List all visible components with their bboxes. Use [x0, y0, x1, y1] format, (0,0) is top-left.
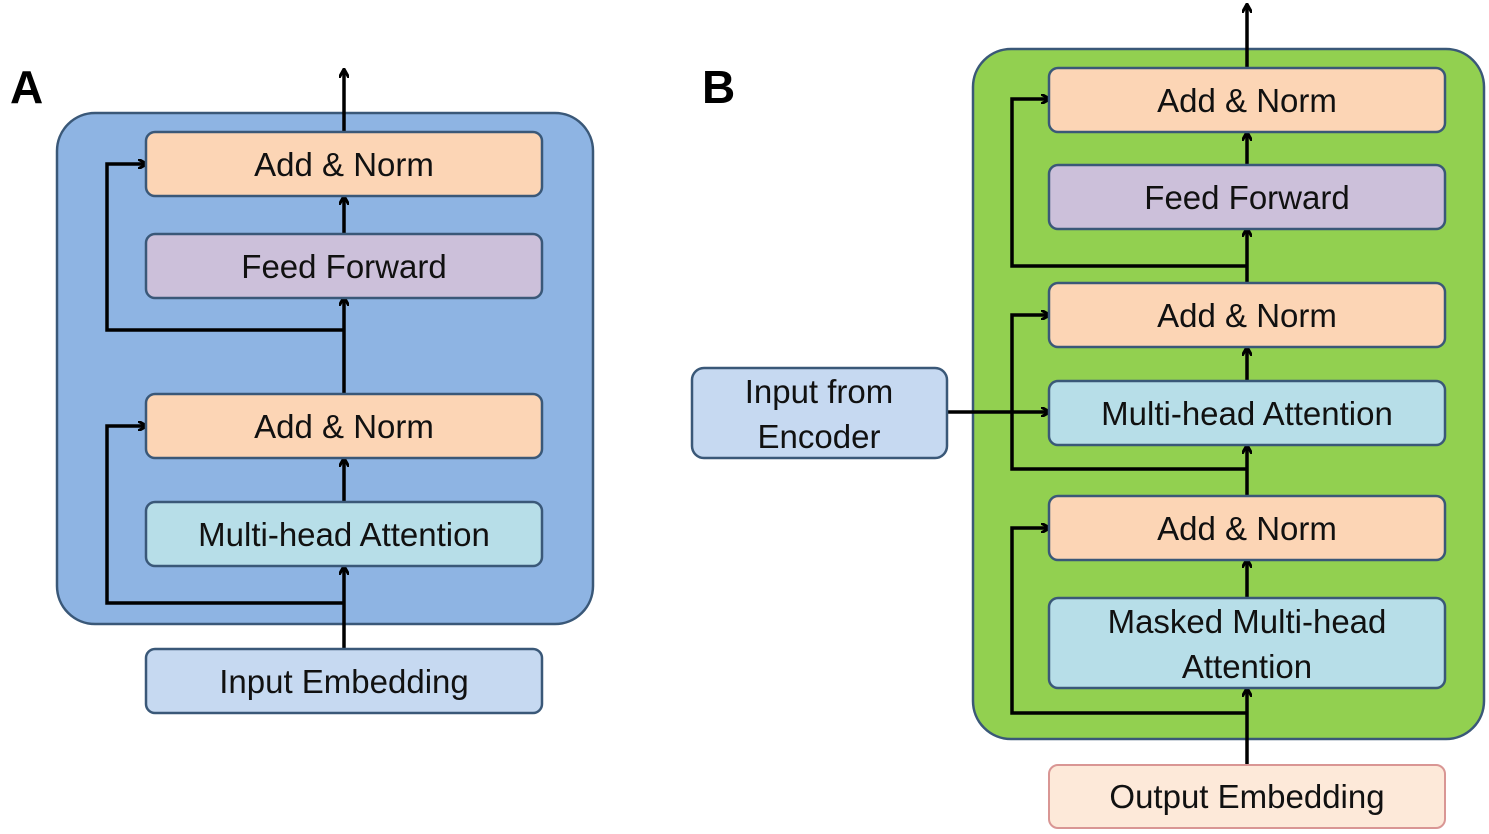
encoder-connections — [105, 70, 344, 649]
residual-attn — [105, 426, 344, 605]
decoder-add-norm-top: Add & Norm — [1047, 66, 1447, 134]
svg-text:Add & Norm: Add & Norm — [254, 408, 434, 445]
decoder-add-norm-middle: Add & Norm — [1047, 281, 1447, 349]
encoder-multi-head-attention: Multi-head Attention — [144, 500, 544, 568]
decoder-feed-forward: Feed Forward — [1047, 163, 1447, 231]
svg-text:Masked Multi-head: Masked Multi-head — [1108, 603, 1387, 640]
decoder-connections — [947, 5, 1247, 765]
svg-text:Feed Forward: Feed Forward — [1144, 179, 1349, 216]
svg-text:Input from: Input from — [745, 373, 894, 410]
input-embedding: Input Embedding — [144, 647, 544, 715]
decoder-masked-attention: Masked Multi-head Attention — [1047, 596, 1447, 690]
svg-text:Add & Norm: Add & Norm — [1157, 510, 1337, 547]
svg-text:Feed Forward: Feed Forward — [241, 248, 446, 285]
svg-text:Add & Norm: Add & Norm — [1157, 82, 1337, 119]
dec-residual-attn — [1010, 315, 1247, 471]
svg-text:Add & Norm: Add & Norm — [254, 146, 434, 183]
encoder-add-norm-bottom: Add & Norm — [144, 392, 544, 460]
residual-ff — [105, 164, 344, 332]
panel-b-label: B — [702, 61, 735, 113]
decoder-add-norm-bottom: Add & Norm — [1047, 494, 1447, 562]
panel-a-label: A — [10, 61, 43, 113]
svg-text:Input Embedding: Input Embedding — [219, 663, 469, 700]
dec-residual-masked — [1010, 528, 1247, 715]
encoder-input-box: Input from Encoder — [690, 366, 949, 460]
svg-text:Output Embedding: Output Embedding — [1109, 778, 1384, 815]
svg-text:Multi-head Attention: Multi-head Attention — [1101, 395, 1393, 432]
svg-text:Add & Norm: Add & Norm — [1157, 297, 1337, 334]
encoder-add-norm-top: Add & Norm — [144, 130, 544, 198]
output-embedding: Output Embedding — [1048, 764, 1446, 829]
encoder-feed-forward: Feed Forward — [144, 232, 544, 300]
decoder-multi-head-attention: Multi-head Attention — [1047, 379, 1447, 447]
svg-text:Multi-head Attention: Multi-head Attention — [198, 516, 490, 553]
dec-residual-ff — [1010, 99, 1247, 268]
svg-text:Encoder: Encoder — [758, 418, 881, 455]
svg-text:Attention: Attention — [1182, 648, 1312, 685]
